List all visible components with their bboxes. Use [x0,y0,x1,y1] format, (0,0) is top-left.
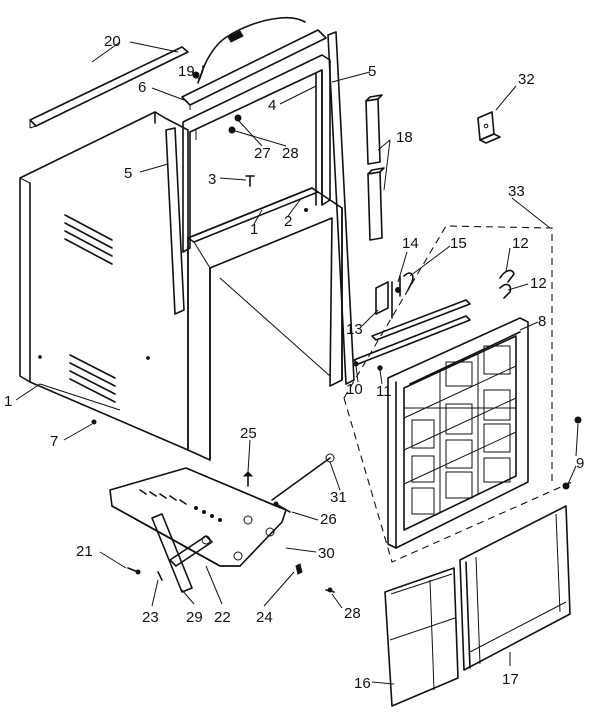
screw-part-21 [127,567,141,575]
callout-13: 13 [346,321,363,338]
side-post-part-5-left [165,127,185,315]
filter-part-17 [459,505,571,671]
front-frame-part-4 [182,54,331,253]
callout-3: 3 [208,171,217,188]
front-panel-assembly-part-33 [343,225,573,563]
callout-18: 18 [396,129,413,146]
callout-27: 27 [254,145,271,162]
clip-part-24 [295,563,303,575]
callout-32: 32 [518,71,535,88]
callout-5-right: 5 [368,63,377,80]
callout-21: 21 [76,543,93,560]
callout-5-left: 5 [124,165,133,182]
clips-part-12 [499,269,515,299]
callout-29: 29 [186,609,203,626]
leader-lines [15,41,579,685]
rod-part-31 [271,453,335,501]
rail-part-10 [353,315,471,367]
spacer-part-18-upper [365,94,383,165]
hinge-parts-13-14-15 [375,272,414,319]
chassis-sleeve-part-2 [187,187,343,461]
callout-6: 6 [138,79,147,96]
callout-15: 15 [450,235,467,252]
callout-2: 2 [284,213,293,230]
callout-16: 16 [354,675,371,692]
callout-23: 23 [142,609,159,626]
callout-25: 25 [240,425,257,442]
front-grille-part-8 [387,317,529,549]
spacer-part-18-lower [367,167,385,241]
callout-31: 31 [330,489,347,506]
power-cord-part-19 [192,16,306,84]
frame-top-rail-part-6 [181,29,327,110]
callout-22: 22 [214,609,231,626]
callout-19: 19 [178,63,195,80]
callout-7: 7 [50,433,59,450]
screw-part-28-lower [325,587,335,593]
screw-part-23 [157,571,163,581]
callout-10: 10 [346,381,363,398]
callout-12-lower: 12 [530,275,547,292]
callout-14: 14 [402,235,419,252]
top-rail-part-20 [29,46,189,129]
control-base-part-30 [109,467,287,567]
callout-28-lower: 28 [344,605,361,622]
callout-20: 20 [104,33,121,50]
screw-part-25 [242,471,254,487]
screws-part-27-28 [228,114,242,134]
support-leg-part-22-29 [151,513,213,593]
callout-30: 30 [318,545,335,562]
filter-part-16 [384,567,459,707]
side-post-part-5-right [327,31,355,385]
callout-33: 33 [508,183,525,200]
callout-28-upper: 28 [282,145,299,162]
callout-1-cabinet: 1 [4,393,13,410]
callout-12-upper: 12 [512,235,529,252]
callout-26: 26 [320,511,337,528]
callout-1-small: 1 [250,221,259,238]
callout-11: 11 [376,383,392,400]
cabinet-part-1 [19,111,189,451]
callout-24: 24 [256,609,273,626]
callout-9: 9 [576,455,585,472]
callout-8: 8 [538,313,547,330]
callout-17: 17 [502,671,519,688]
callout-4: 4 [268,97,277,114]
rail-part-11 [371,299,471,371]
bracket-part-32 [477,111,501,144]
screw-part-7 [91,419,97,425]
screw-part-3 [245,175,255,187]
screw-part-26 [273,501,291,513]
screws-part-9 [562,416,582,490]
